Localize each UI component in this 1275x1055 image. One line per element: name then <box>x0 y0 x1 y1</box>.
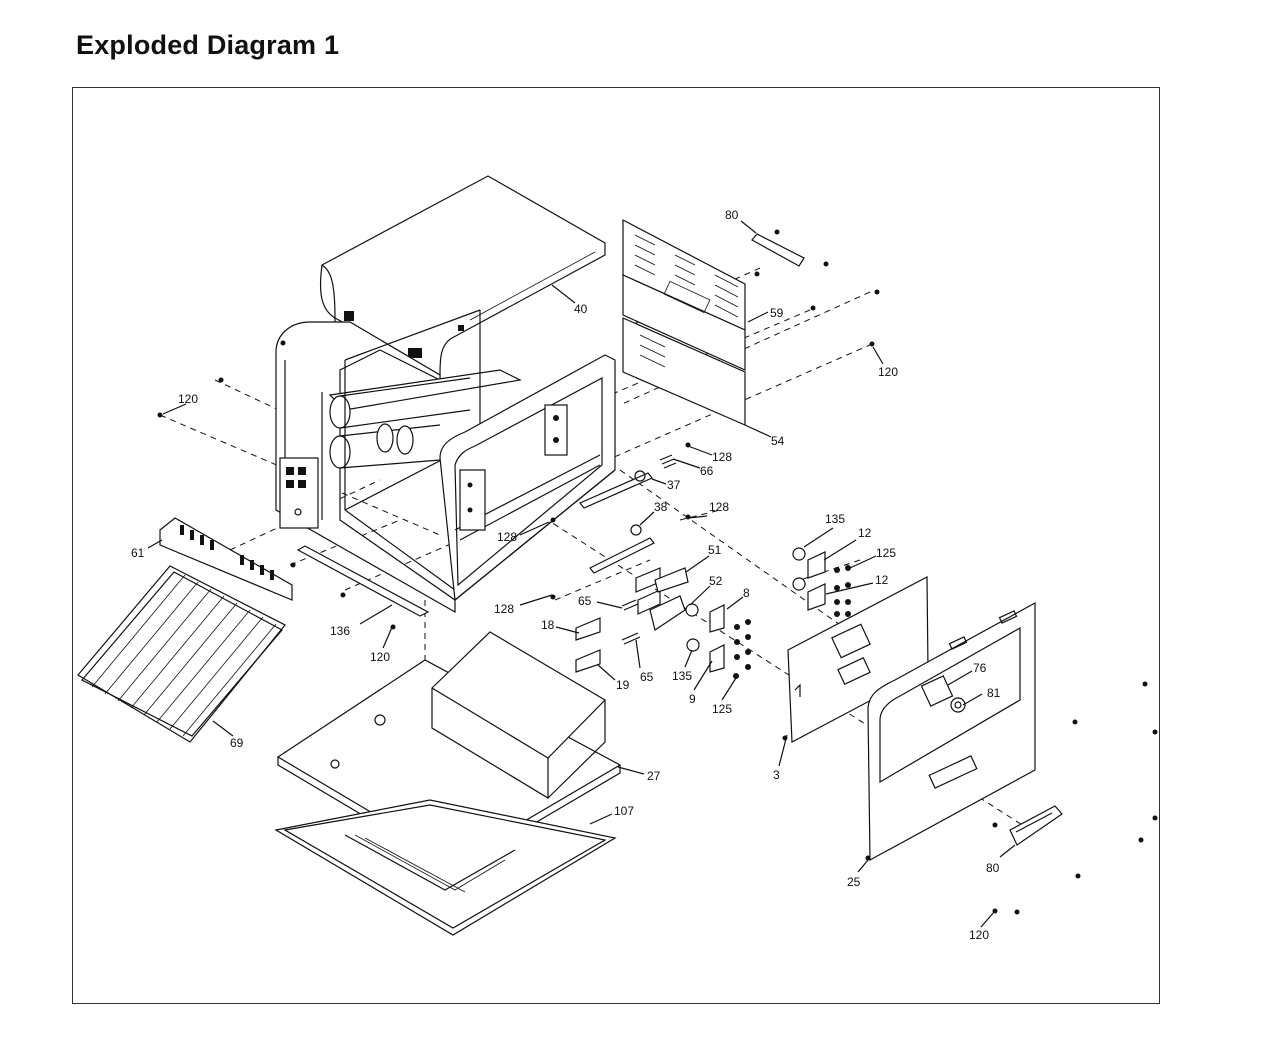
callout-125-bottom: 125 <box>712 702 732 716</box>
base-plate <box>276 631 622 871</box>
callout-59: 59 <box>770 306 784 320</box>
callout-61: 61 <box>131 546 145 560</box>
callout-18: 18 <box>541 618 555 632</box>
callout-120-center: 120 <box>370 650 390 664</box>
callout-12-bottom: 12 <box>875 573 889 587</box>
callout-135-top: 135 <box>825 512 845 526</box>
callout-128-b: 128 <box>709 500 729 514</box>
callout-120-right: 120 <box>878 365 898 379</box>
callout-69: 69 <box>230 736 244 750</box>
callout-12-top: 12 <box>858 526 872 540</box>
callout-51: 51 <box>708 543 722 557</box>
side-trim <box>159 517 293 601</box>
rear-panel <box>622 219 746 426</box>
callout-76: 76 <box>973 661 987 675</box>
callout-128-c: 128 <box>497 530 517 544</box>
callout-81: 81 <box>987 686 1001 700</box>
page-title: Exploded Diagram 1 <box>76 30 340 60</box>
callout-40: 40 <box>574 302 588 316</box>
callout-128-a: 128 <box>712 450 732 464</box>
callout-38: 38 <box>654 500 668 514</box>
callout-136: 136 <box>330 624 350 638</box>
callout-27: 27 <box>647 769 661 783</box>
small-parts <box>157 229 1158 915</box>
top-cover <box>319 175 606 380</box>
outer-door <box>867 601 1036 862</box>
callout-9: 9 <box>689 692 696 706</box>
diagram-frame <box>72 87 1160 1004</box>
callout-labels: 80 40 59 120 120 54 128 66 37 38 128 128… <box>131 208 1001 942</box>
heater-tray <box>274 799 617 936</box>
callout-25: 25 <box>847 875 861 889</box>
shelf-rack <box>77 565 286 743</box>
callout-80-top: 80 <box>725 208 739 222</box>
oven-housing <box>275 309 616 614</box>
callout-19: 19 <box>616 678 630 692</box>
callout-125-top: 125 <box>876 546 896 560</box>
callout-65-bottom: 65 <box>640 670 654 684</box>
callout-135-bottom: 135 <box>672 669 692 683</box>
callout-54: 54 <box>771 434 785 448</box>
callout-66: 66 <box>700 464 714 478</box>
leader-lines <box>147 220 1016 928</box>
callout-120-bottom: 120 <box>969 928 989 942</box>
callout-80-bottom: 80 <box>986 861 1000 875</box>
callout-3: 3 <box>773 768 780 782</box>
front-rail <box>296 545 430 617</box>
handle-top <box>751 233 805 267</box>
callout-8: 8 <box>743 586 750 600</box>
callout-52: 52 <box>709 574 723 588</box>
callout-107: 107 <box>614 804 634 818</box>
callout-128-d: 128 <box>494 602 514 616</box>
callout-37: 37 <box>667 478 681 492</box>
callout-65-top: 65 <box>578 594 592 608</box>
handle-bottom <box>1009 805 1063 846</box>
callout-120-left: 120 <box>178 392 198 406</box>
